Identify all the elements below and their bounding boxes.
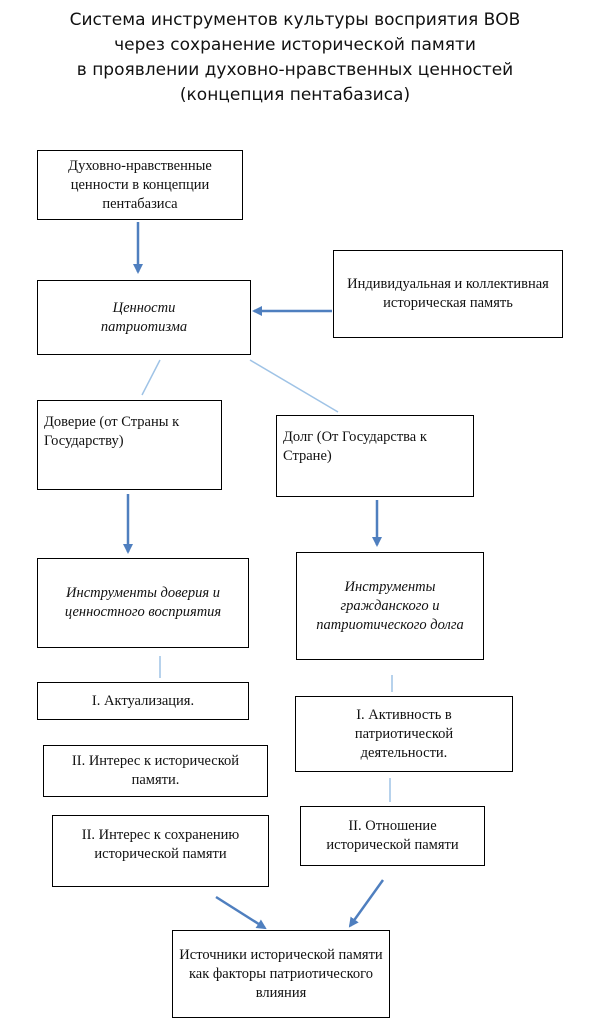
node-spiritual-values: Духовно-нравственные ценности в концепци… <box>37 150 243 220</box>
arrow-right-to-sources <box>348 879 385 928</box>
title-line-3: в проявлении духовно-нравственных ценнос… <box>76 60 514 80</box>
line-patriotism-to-duty <box>249 359 339 413</box>
line-patriotism-to-trust <box>141 359 161 396</box>
node-duty: Долг (От Государства к Стране) <box>276 415 474 497</box>
node-interest-memory: II. Интерес к исторической памяти. <box>43 745 268 797</box>
node-sources: Источники исторической памяти как фактор… <box>172 930 390 1018</box>
node-activity: I. Активность в патриотической деятельно… <box>295 696 513 772</box>
node-attitude: II. Отношение исторической памяти <box>300 806 485 866</box>
title-line-1: Система инструментов культуры восприятия… <box>69 10 521 30</box>
node-patriotism-values: Ценности патриотизма <box>37 280 251 355</box>
node-historical-memory: Индивидуальная и коллективная историческ… <box>333 250 563 338</box>
node-actualization: I. Актуализация. <box>37 682 249 720</box>
node-duty-tools: Инструменты гражданского и патриотическо… <box>296 552 484 660</box>
title-line-4: (концепция пентабазиса) <box>179 85 411 105</box>
node-interest-preservation: II. Интерес к сохранению исторической па… <box>52 815 269 887</box>
diagram-title: Система инструментов культуры восприятия… <box>0 8 590 108</box>
node-trust-tools: Инструменты доверия и ценностного воспри… <box>37 558 249 648</box>
node-trust: Доверие (от Страны к Государству) <box>37 400 222 490</box>
arrow-left-to-sources <box>215 895 267 930</box>
title-line-2: через сохранение исторической памяти <box>114 35 476 55</box>
